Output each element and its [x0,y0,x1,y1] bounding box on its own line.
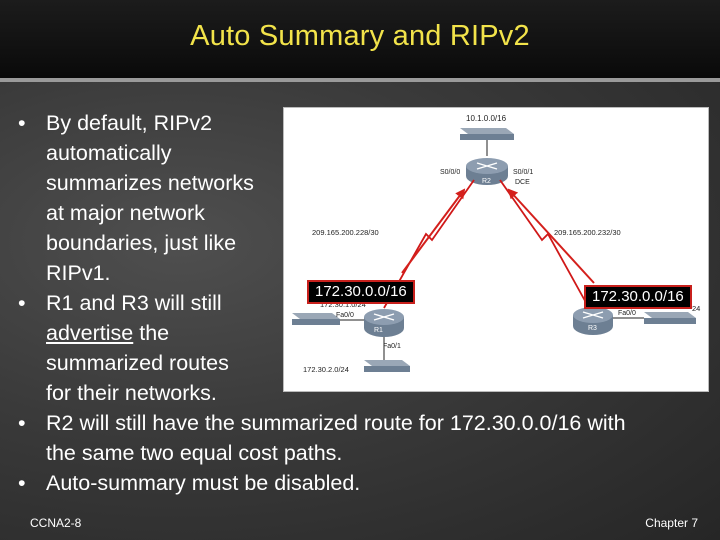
link-right-label: 209.165.200.232/30 [554,228,621,237]
bullet-3-line-1: R2 will still have the summarized route … [46,411,626,435]
bullet-1-line-4: at major network [46,201,205,225]
bullet-dot: • [18,111,26,135]
bullet-1-line-3: summarizes networks [46,171,254,195]
bullet-2: • R1 and R3 will still advertise the sum… [18,288,626,408]
title-bar [0,0,720,78]
r2-label: R2 [482,178,491,185]
bullet-2-line-1: R1 and R3 will still [46,291,222,315]
bullet-1-line-1: By default, RIPv2 [46,111,213,135]
bullet-1-line-2: automatically [46,141,172,165]
footer-chapter-label: Chapter 7 [645,516,698,530]
summary-callout-left: 172.30.0.0/16 [307,280,415,304]
title-divider [0,78,720,82]
switch-r3-icon [644,312,696,324]
topology-figure: 10.1.0.0/16 R2 S0/0/0 S0/0/1 DCE 209.165… [283,107,709,392]
bullet-1-line-6: RIPv1. [46,261,111,285]
bullet-dot: • [18,291,26,315]
bullet-1: • By default, RIPv2 automatically summar… [18,108,626,288]
bullet-1-line-5: boundaries, just like [46,231,237,255]
r2-dce-label: DCE [515,179,530,186]
advertise-underlined: advertise [46,321,134,345]
slide-title: Auto Summary and RIPv2 [190,20,530,52]
bullet-4-line-1: Auto-summary must be disabled. [46,471,361,495]
bullet-2-line-3: summarized routes [46,351,229,375]
serial-link-r2-r3 [499,179,590,309]
bullet-dot: • [18,471,26,495]
bullet-3: • R2 will still have the summarized rout… [18,408,626,468]
r1-label: R1 [374,327,383,334]
router-r1-icon [364,309,404,337]
r1-lan-top-label: 172.30.1.0/24 [320,300,366,309]
r3-fa0-label: Fa0/0 [618,310,636,317]
r1-lan-bottom-label: 172.30.2.0/24 [303,365,349,374]
bullet-3-line-2: the same two equal cost paths. [46,441,343,465]
bullet-4: • Auto-summary must be disabled. [18,468,626,498]
r3-label: R3 [588,325,597,332]
topology-diagram: 10.1.0.0/16 R2 S0/0/0 S0/0/1 DCE 209.165… [292,114,700,374]
router-r2-icon [466,158,508,185]
net-top-label: 10.1.0.0/16 [466,114,507,123]
bullet-2-line-2-rest: the [133,321,170,345]
r2-s0-label: S0/0/0 [440,169,460,176]
r1-fa1-label: Fa0/1 [383,343,401,350]
r3-lan-label: 24 [692,304,700,313]
footer-course-label: CCNA2-8 [30,516,82,530]
summary-callout-right: 172.30.0.0/16 [584,285,692,309]
bullet-dot: • [18,411,26,435]
link-left-label: 209.165.200.228/30 [312,228,379,237]
r1-fa0-label: Fa0/0 [336,312,354,319]
r2-s1-label: S0/0/1 [513,169,533,176]
bullet-2-line-2: advertise the [46,318,626,348]
switch-r1-icon [292,313,340,325]
bullet-list: • By default, RIPv2 automatically summar… [18,108,626,498]
router-r3-icon [573,307,613,335]
switch-top-icon [460,128,514,140]
bullet-2-line-4: for their networks. [46,381,217,405]
advertise-arrow-left [401,188,466,274]
advertise-arrow-right [507,188,595,284]
switch-r1-bottom-icon [364,360,410,372]
